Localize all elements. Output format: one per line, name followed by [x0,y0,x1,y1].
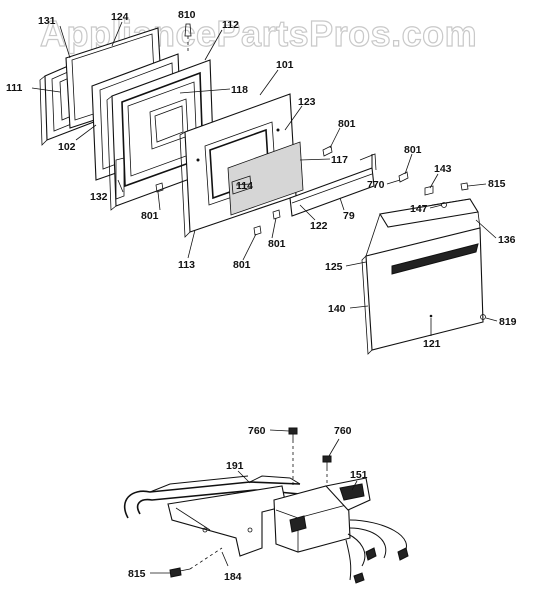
callout-151: 151 [350,469,368,481]
callout-121: 121 [423,338,441,350]
callout-112: 112 [222,19,239,31]
part-819-stop [480,314,486,320]
leader-151 [351,480,358,491]
callout-801-c: 801 [141,210,159,222]
callout-123: 123 [298,96,316,108]
part-191-latch-arm [123,475,301,519]
callout-760-b: 760 [334,425,352,437]
callout-191: 191 [226,460,244,472]
callout-125: 125 [325,261,343,273]
callout-819: 819 [499,316,517,328]
callout-184: 184 [224,571,242,583]
callout-801-a: 801 [338,118,356,130]
leader-760a [269,429,290,432]
callout-801-d: 801 [268,238,286,250]
part-123-insulation [227,141,304,216]
part-760-screw-a [288,427,298,488]
callout-labels: 131 124 810 112 111 118 101 102 123 132 … [6,9,517,583]
callout-102: 102 [58,141,76,153]
latch-assembly [123,427,409,584]
callout-79: 79 [343,210,355,222]
part-801-screw-a [322,145,333,157]
part-132-hinge-strip [115,157,125,200]
callout-801-b: 801 [404,144,422,156]
part-815-screw-b [169,547,223,578]
callout-815-a: 815 [488,178,506,190]
part-143-clip [424,185,434,196]
callout-132: 132 [90,191,108,203]
part-760-screw-b [322,455,332,498]
leader-lines [31,21,498,336]
part-136-handle [379,198,479,228]
callout-117: 117 [331,154,348,166]
callout-124: 124 [111,11,129,23]
part-801-screw-d [272,209,281,220]
callout-760-a: 760 [248,425,266,437]
part-801-screw-e [253,225,262,236]
callout-801-e: 801 [233,259,251,271]
callout-131: 131 [38,15,56,27]
oven-door-assembly [31,21,498,355]
leader-191 [237,470,251,484]
leader-760b [328,438,340,457]
part-810-screw [184,23,192,54]
callout-136: 136 [498,234,516,246]
callout-770: 770 [367,179,385,191]
callout-815-b: 815 [128,568,146,580]
callout-111: 111 [6,82,23,94]
part-801-screw-c [155,182,164,193]
leader-184 [221,551,229,567]
part-151-latch-switch [273,477,371,553]
callout-113: 113 [178,259,195,271]
part-815-screw-a [460,182,469,191]
callout-810: 810 [178,9,196,21]
callout-140: 140 [328,303,346,315]
callout-122: 122 [310,220,328,232]
wire-harness [345,519,409,584]
part-140-door-front [361,211,484,355]
part-79-trim-channel [289,153,377,217]
part-184-bracket [167,485,287,557]
part-801-screw-b [398,171,409,183]
callout-114: 114 [236,180,253,192]
callout-118: 118 [231,84,248,96]
callout-143: 143 [434,163,452,175]
callout-147: 147 [410,203,428,215]
callout-101: 101 [276,59,294,71]
